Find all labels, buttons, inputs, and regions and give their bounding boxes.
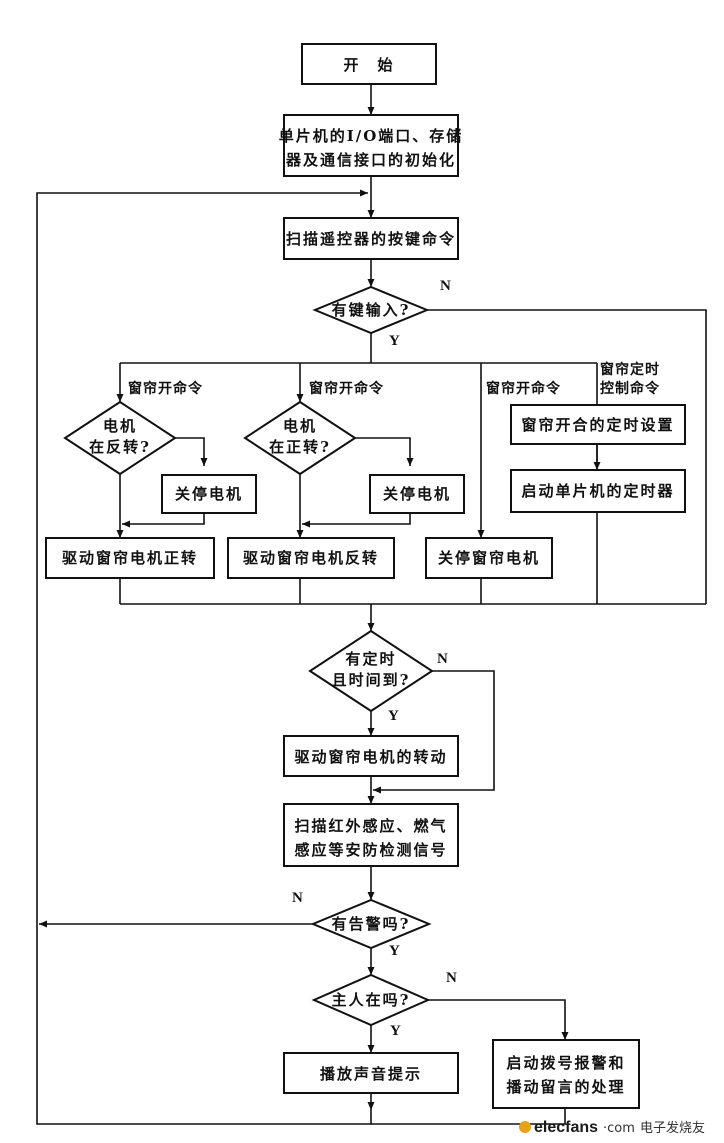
svg-text:驱动窗帘电机正转: 驱动窗帘电机正转 [62,549,198,567]
svg-text:且时间到?: 且时间到? [332,671,411,689]
svg-text:在正转?: 在正转? [269,438,331,456]
svg-text:播动留言的处理: 播动留言的处理 [506,1078,625,1096]
watermark-logo-icon [519,1121,531,1133]
svg-text:·com: ·com [603,1121,635,1136]
dial-out [371,1108,566,1125]
svg-text:关停电机: 关停电机 [175,485,243,503]
play-sound-node: 播放声音提示 [283,1052,459,1094]
svg-text:窗帘开合的定时设置: 窗帘开合的定时设置 [521,416,674,434]
alarm-decision: 有告警吗? [310,898,432,950]
svg-text:电机: 电机 [103,417,137,435]
fwd-q-yes-line [355,437,414,466]
haskey-no-label: N [440,278,451,294]
haskey-no-line [427,309,707,604]
stop-motor-node-2: 关停电机 [369,474,465,514]
branch-label-1: 窗帘开命令 [128,380,203,397]
connectors [36,84,707,1125]
svg-text:有键输入?: 有键输入? [332,301,411,319]
timerq-yes-label: Y [388,708,399,724]
branch-label-4b: 控制命令 [600,380,660,397]
timerq-no-label: N [437,651,448,667]
start-timer-node: 启动单片机的定时器 [510,469,686,513]
dial-alarm-node: 启动拨号报警和 播动留言的处理 [492,1039,640,1109]
svg-text:电子发烧友: 电子发烧友 [640,1120,705,1136]
svg-text:扫描红外感应、燃气: 扫描红外感应、燃气 [294,817,447,835]
svg-text:elecfans: elecfans [534,1119,598,1136]
stop2-out-line [302,513,411,528]
svg-text:器及通信接口的初始化: 器及通信接口的初始化 [285,151,456,169]
owner-decision: 主人在吗? [311,973,431,1027]
stop1-out-line [122,513,205,528]
svg-text:在反转?: 在反转? [89,438,151,456]
init-node: 单片机的I/O端口、存储 器及通信接口的初始化 [279,114,464,177]
watermark: elecfans ·com 电子发烧友 [519,1119,705,1136]
svg-text:驱动窗帘电机的转动: 驱动窗帘电机的转动 [294,748,447,766]
svg-text:驱动窗帘电机反转: 驱动窗帘电机反转 [243,549,379,567]
stop-motor-node-1: 关停电机 [161,474,257,514]
svg-text:启动拨号报警和: 启动拨号报警和 [506,1054,625,1072]
svg-text:有告警吗?: 有告警吗? [332,915,411,933]
svg-text:开 始: 开 始 [343,56,394,74]
rev-q-yes-line [175,437,208,466]
drive-curtain-node: 驱动窗帘电机的转动 [283,735,459,777]
scan-keys-node: 扫描遥控器的按键命令 [283,217,459,260]
loop-return-line [36,189,372,1125]
branch-label-4a: 窗帘定时 [600,361,660,378]
ownerq-no-label: N [446,970,457,986]
ownerq-no-line [428,999,569,1040]
drive-forward-node: 驱动窗帘电机正转 [45,537,215,579]
motor-reverse-decision: 电机 在反转? [63,400,177,476]
start-node: 开 始 [301,43,437,85]
svg-text:启动单片机的定时器: 启动单片机的定时器 [521,482,674,500]
svg-text:单片机的I/O端口、存储: 单片机的I/O端口、存储 [279,127,464,145]
svg-text:主人在吗?: 主人在吗? [332,991,411,1009]
has-key-decision: 有键输入? [312,285,430,335]
ownerq-yes-label: Y [390,1023,401,1039]
stop-curtain-node: 关停窗帘电机 [425,537,553,579]
alarmq-no-label: N [292,890,303,906]
svg-text:扫描遥控器的按键命令: 扫描遥控器的按键命令 [286,230,456,248]
svg-text:有定时: 有定时 [345,650,396,668]
alarmq-yes-label: Y [389,943,400,959]
svg-text:关停窗帘电机: 关停窗帘电机 [438,549,540,567]
motor-forward-decision: 电机 在正转? [243,400,357,476]
scan-sensors-node: 扫描红外感应、燃气 感应等安防检测信号 [283,803,459,867]
svg-text:感应等安防检测信号: 感应等安防检测信号 [294,841,447,859]
svg-text:播放声音提示: 播放声音提示 [320,1065,422,1083]
timer-set-node: 窗帘开合的定时设置 [510,404,686,445]
haskey-yes-label: Y [389,333,400,349]
drive-reverse-node: 驱动窗帘电机反转 [227,537,395,579]
branch-label-2: 窗帘开命令 [309,380,384,397]
branch-label-3: 窗帘开命令 [486,380,561,397]
svg-text:关停电机: 关停电机 [383,485,451,503]
timer-due-decision: 有定时 且时间到? [308,629,434,713]
timerq-no-line [373,670,495,794]
svg-text:电机: 电机 [283,417,317,435]
